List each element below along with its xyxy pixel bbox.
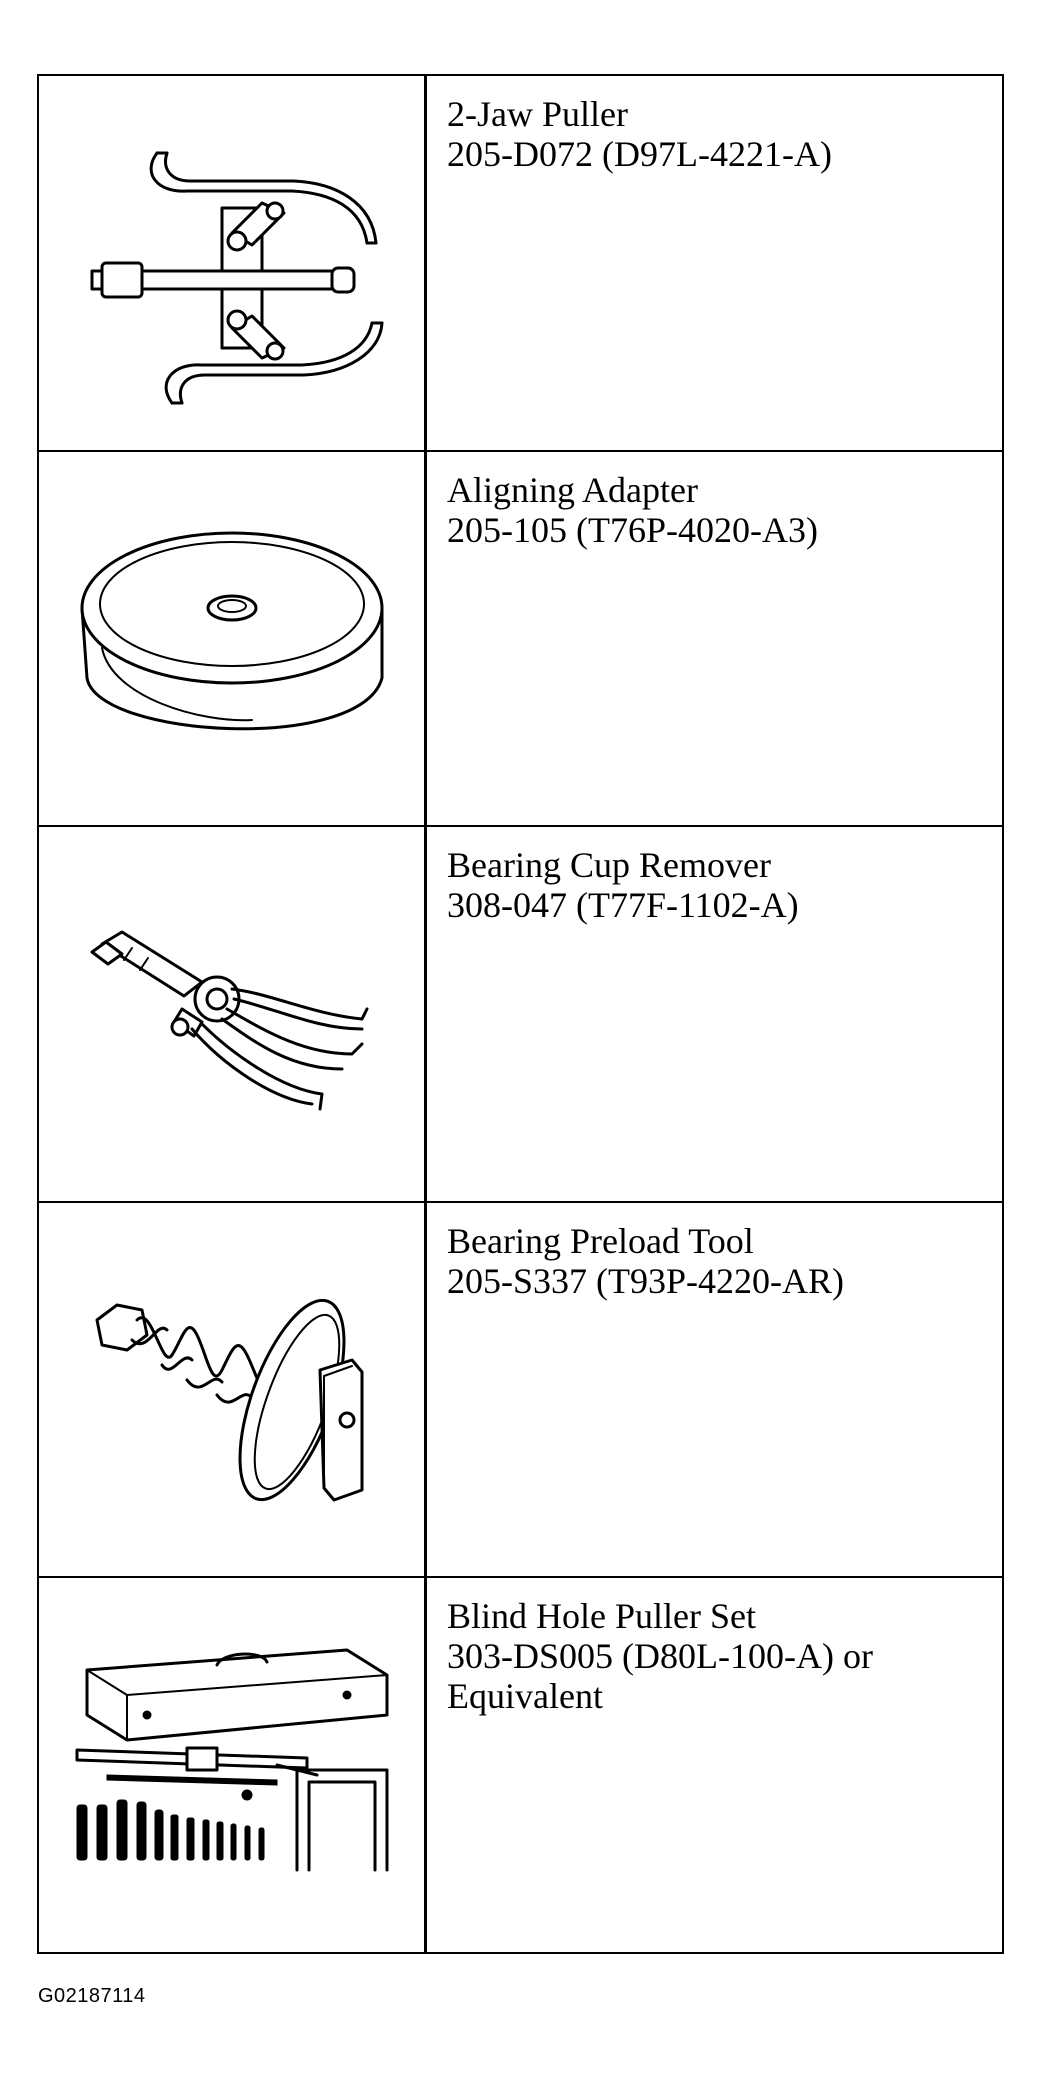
tool-illustration-cell [39,1578,427,1952]
tool-name: Blind Hole Puller Set [447,1596,756,1637]
tool-row-bearing-cup-remover: Bearing Cup Remover 308-047 (T77F-1102-A… [39,825,1002,1201]
tool-row-blind-hole-puller-set: Blind Hole Puller Set 303-DS005 (D80L-10… [39,1576,1002,1952]
tool-text-cell: Aligning Adapter 205-105 (T76P-4020-A3) [427,452,1002,826]
tool-illustration-cell [39,76,427,450]
tool-number: 205-S337 (T93P-4220-AR) [447,1260,844,1301]
tool-number: 205-D072 (D97L-4221-A) [447,134,832,174]
tool-name: Bearing Preload Tool [447,1220,754,1261]
tool-number: 308-047 (T77F-1102-A) [447,885,799,926]
tool-number: 205-105 (T76P-4020-A3) [447,509,818,550]
aligning-adapter-icon [80,531,383,731]
tool-name: 2-Jaw Puller [447,94,628,134]
tool-row-aligning-adapter: Aligning Adapter 205-105 (T76P-4020-A3) [39,449,1002,826]
bearing-preload-tool-icon [95,1298,363,1502]
tool-illustration-cell [39,1202,427,1577]
tool-row-2-jaw-puller: 2-Jaw Puller 205-D072 (D97L-4221-A) [39,76,1002,450]
tool-row-bearing-preload-tool: Bearing Preload Tool 205-S337 (T93P-4220… [39,1200,1002,1577]
bearing-cup-remover-icon [90,930,368,1111]
figure-id-caption: G02187114 [38,1985,146,2007]
tool-illustration-cell [39,451,427,826]
tool-text-cell: Bearing Cup Remover 308-047 (T77F-1102-A… [427,827,1002,1201]
tool-text-cell: Bearing Preload Tool 205-S337 (T93P-4220… [427,1203,1002,1577]
tool-text-cell: 2-Jaw Puller 205-D072 (D97L-4221-A) [427,76,1002,450]
tool-number-extra: Equivalent [447,1676,603,1717]
blind-hole-puller-set-icon [75,1648,388,1872]
tool-name: Bearing Cup Remover [447,845,771,886]
two-jaw-puller-icon [90,151,383,405]
tool-illustration-cell [39,827,427,1201]
tool-number: 303-DS005 (D80L-100-A) or [447,1636,873,1677]
special-tools-table: 2-Jaw Puller 205-D072 (D97L-4221-A) Alig… [37,74,1004,1954]
tool-name: Aligning Adapter [447,469,698,510]
tool-text-cell: Blind Hole Puller Set 303-DS005 (D80L-10… [427,1578,1002,1952]
